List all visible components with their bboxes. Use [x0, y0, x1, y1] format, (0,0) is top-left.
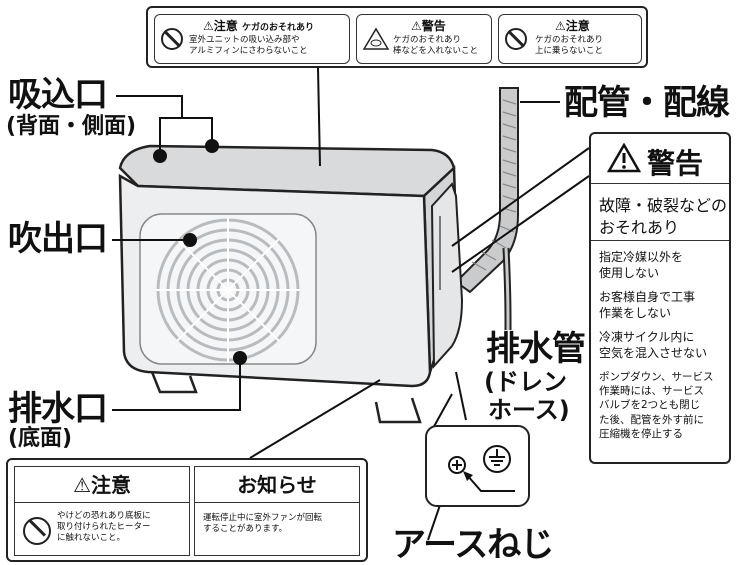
prohibition-icon	[505, 28, 527, 50]
fan-grille	[139, 213, 317, 365]
drain-port-sub-label: (底面)	[8, 426, 73, 451]
warning-triangle-icon	[607, 143, 641, 173]
unit-feet	[150, 371, 422, 424]
caution-text: やけどの恐れあり底板に 取り付けられたヒーター に触れないこと。	[57, 511, 151, 544]
warning-headline: 故障・破裂などの	[599, 196, 728, 215]
caution-line: ケガのおそれあり	[535, 35, 604, 45]
pointer-arrow	[463, 471, 515, 492]
warning-item: お客様自身で工事 作業をしない	[599, 290, 696, 320]
caution-line: アルミフィンにさわらないこと	[189, 46, 308, 57]
drain-hose-label-1: (ドレン	[484, 368, 567, 396]
drain-pipe-label: 排水管	[486, 329, 586, 369]
intake-sub-label: (背面・側面)	[6, 114, 137, 139]
warning-text: ケガのおそれあり 棒などを入れないこと	[393, 35, 478, 57]
warning-line: ケガのおそれあり	[393, 35, 462, 45]
warning-triangle-icon: ⚠	[203, 19, 214, 33]
refrigerant-warning-panel: 警告 故障・破裂などの おそれあり 指定冷媒以外を 使用しない お客様自身で工事…	[589, 132, 731, 464]
warning-item: 冷凍サイクル内に 空気を混入させない	[599, 330, 708, 360]
heater-caution-label: ⚠注意 やけどの恐れあり底板に 取り付けられたヒーター に触れないこと。	[14, 466, 190, 556]
intake-label: 吸込口	[8, 75, 108, 115]
caution-line: 上に乗らないこと	[535, 46, 604, 57]
drain-port-label: 排水口	[8, 389, 108, 429]
caution-label-intake: ⚠注意 ケガのおそれあり 室外ユニットの吸い込み部や アルミフィンにさわらないこ…	[154, 14, 350, 64]
warning-label-rod: ⚠警告 ケガのおそれあり 棒などを入れないこと	[356, 14, 492, 64]
warning-title: 警告	[647, 147, 704, 180]
warning-headline: おそれあり	[599, 218, 680, 237]
ground-symbol-icon	[483, 445, 511, 473]
caution-title: 注意	[565, 19, 590, 33]
notice-text: 運転停止中に室外ファンが回転 することがあります。	[203, 513, 323, 535]
leader-lines	[112, 67, 590, 541]
earth-screw-label: アースねじ	[392, 525, 554, 565]
notice-title: お知らせ	[195, 467, 359, 503]
earth-terminal-callout	[425, 425, 530, 507]
prohibition-icon	[23, 517, 51, 545]
warning-triangle-hand-icon	[363, 27, 389, 50]
caution-label-climb: ⚠注意 ケガのおそれあり 上に乗らないこと	[498, 14, 642, 64]
drain-hose-label-2: ホース)	[488, 396, 570, 424]
bottom-label-panel: ⚠注意 やけどの恐れあり底板に 取り付けられたヒーター に触れないこと。 お知ら…	[6, 458, 368, 562]
leader-dots	[153, 139, 247, 365]
caution-line: 室外ユニットの吸い込み部や	[189, 35, 300, 45]
outlet-label: 吹出口	[8, 219, 108, 259]
prohibition-icon	[161, 28, 183, 50]
piping-pipe	[454, 87, 519, 294]
caution-title-suffix: ケガのおそれあり	[241, 23, 314, 33]
warning-item: 指定冷媒以外を 使用しない	[599, 250, 684, 280]
warning-title: 警告	[421, 19, 446, 33]
caution-title: 注意	[213, 19, 238, 33]
warning-header: 警告	[591, 134, 729, 184]
notice-label: お知らせ 運転停止中に室外ファンが回転 することがあります。	[194, 466, 360, 556]
warning-triangle-icon: ⚠	[73, 473, 91, 497]
screw-icon	[448, 456, 466, 474]
warning-item: ポンプダウン、サービス 作業時には、サービス バルブを2つとも閉じ た後、配管を…	[599, 371, 714, 440]
warning-line: 棒などを入れないこと	[393, 46, 479, 57]
caution-text: ケガのおそれあり 上に乗らないこと	[535, 35, 603, 57]
piping-label: 配管・配線	[564, 83, 730, 123]
top-warning-panel: ⚠注意 ケガのおそれあり 室外ユニットの吸い込み部や アルミフィンにさわらないこ…	[146, 6, 648, 68]
caution-title: 注意	[90, 473, 131, 497]
warning-triangle-icon: ⚠	[555, 19, 566, 33]
caution-text: 室外ユニットの吸い込み部や アルミフィンにさわらないこと	[189, 35, 308, 57]
warning-triangle-icon: ⚠	[411, 19, 422, 33]
